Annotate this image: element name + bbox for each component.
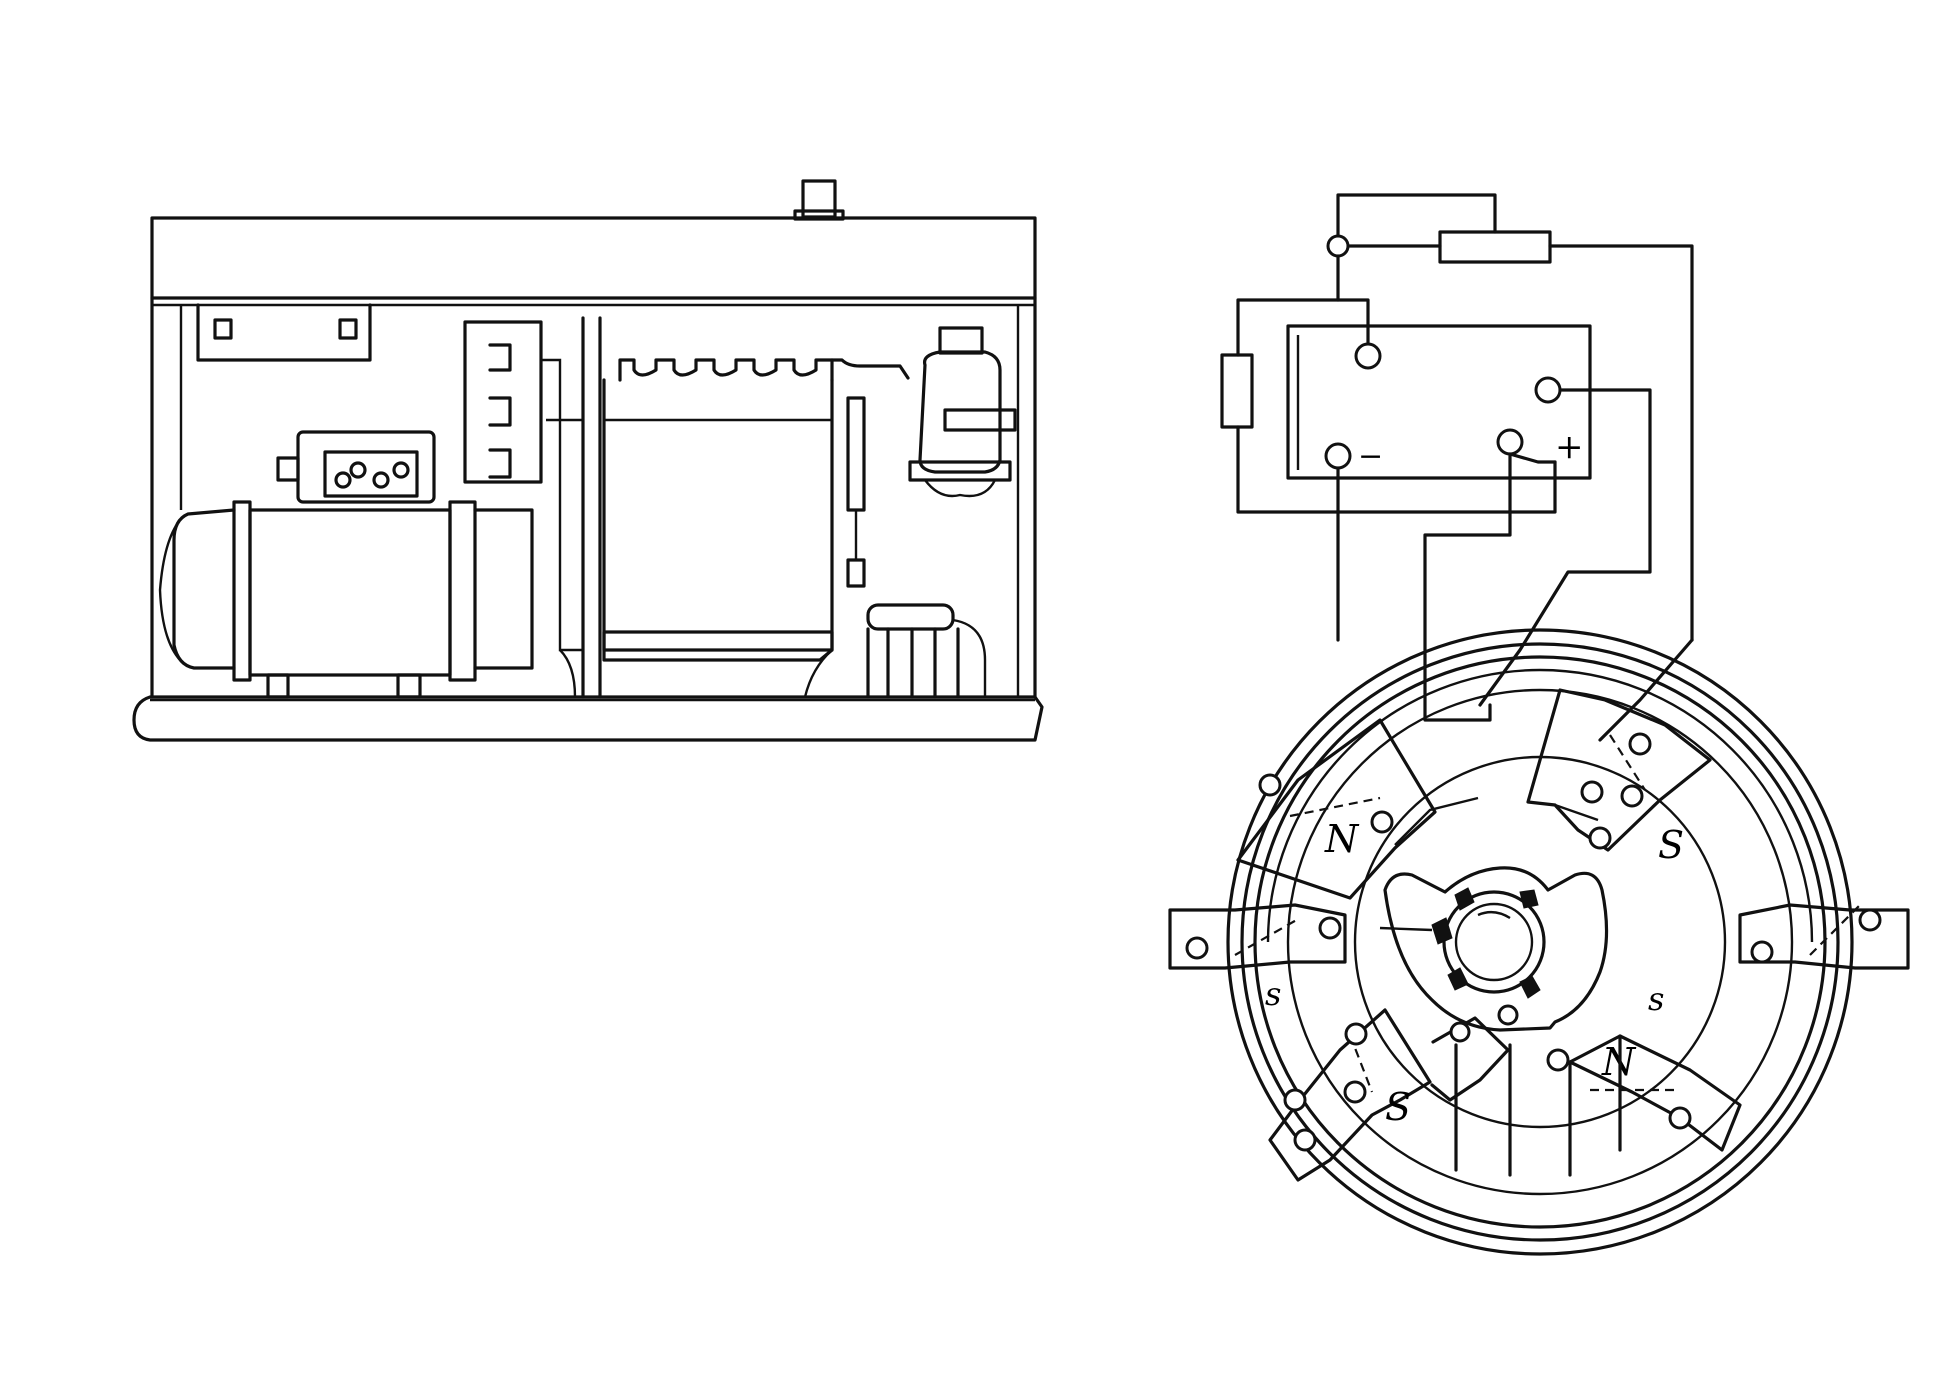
pole-bottom-left-label: S xyxy=(1385,1085,1411,1129)
rotor-shaft-highlight xyxy=(1477,910,1511,920)
frame-brace xyxy=(541,358,583,652)
relay-slot-3 xyxy=(488,448,512,479)
tank-hose xyxy=(952,618,987,697)
filter-clip xyxy=(846,558,866,588)
air-filter-base xyxy=(908,460,1012,482)
inner-lead-left xyxy=(1394,796,1479,846)
engine-mount xyxy=(803,649,833,698)
control-panel xyxy=(323,450,419,498)
control-socket-4 xyxy=(392,461,410,479)
junction-terminal xyxy=(1326,234,1350,258)
control-knob xyxy=(276,456,300,482)
air-filter-intake xyxy=(943,408,1017,432)
lower-slot-left xyxy=(1454,1043,1512,1177)
brush-4 xyxy=(1447,967,1469,991)
left-resistor xyxy=(1220,353,1254,429)
stator-ring-3 xyxy=(1253,655,1827,1229)
output-terminal xyxy=(1534,376,1562,404)
brush-1 xyxy=(1431,917,1453,945)
pole-top-left: N xyxy=(1236,718,1437,900)
wire-top-loop xyxy=(1336,193,1497,242)
wire-positive-down xyxy=(1423,452,1512,722)
wiring-schematic: − + xyxy=(1220,193,1694,742)
inner-lead-right xyxy=(1554,803,1599,822)
positive-terminal xyxy=(1496,428,1524,456)
wire-to-field-terminal xyxy=(1336,298,1370,347)
fuel-line xyxy=(830,358,910,380)
pole-left-label: s xyxy=(1265,975,1281,1013)
stator-diagram: N S s s xyxy=(1168,628,1910,1256)
pole-top-left-label: N xyxy=(1324,817,1360,861)
brush-2 xyxy=(1454,887,1475,911)
stator-inner-ring xyxy=(1286,688,1794,1196)
hub-terminal-left xyxy=(1449,1021,1471,1043)
pole-top-right: S xyxy=(1526,688,1712,867)
wire-right-outer xyxy=(1548,244,1694,642)
connection-ring xyxy=(1353,755,1727,1129)
engine-oil-pan xyxy=(602,630,834,652)
control-socket-1 xyxy=(334,471,352,489)
pole-bottom-right: N xyxy=(1546,1034,1742,1152)
air-filter-body xyxy=(918,350,1002,474)
stator-upper-arc xyxy=(1266,668,1814,943)
regulator-box xyxy=(1286,324,1592,480)
brush-lead-left xyxy=(1379,926,1433,932)
wire-left-bottom xyxy=(1236,425,1557,514)
relay-slot-2 xyxy=(488,396,512,427)
negative-terminal xyxy=(1324,442,1352,470)
wire-right-down xyxy=(1598,638,1694,742)
generator-end-cap-edge xyxy=(158,519,181,661)
brush-3 xyxy=(1519,889,1539,909)
rotor-hub xyxy=(1383,866,1609,1032)
air-filter-bowl xyxy=(924,479,997,498)
filter-housing xyxy=(846,396,866,512)
control-socket-3 xyxy=(372,471,390,489)
lower-slot-right xyxy=(1568,1034,1622,1177)
relay-slot-1 xyxy=(488,343,512,372)
frame-brace-curve xyxy=(559,649,577,698)
wire-plus-link xyxy=(1508,452,1557,464)
generator-end-cap xyxy=(172,508,236,670)
generator-coupling xyxy=(473,508,534,670)
top-resistor xyxy=(1438,230,1552,264)
bracket-clip-right xyxy=(338,318,358,340)
air-filter-cap xyxy=(938,326,984,355)
bracket-clip-left xyxy=(213,318,233,340)
wire-left-loop xyxy=(1236,254,1340,357)
hub-terminal-right xyxy=(1497,1004,1519,1026)
housing-lid xyxy=(150,216,1037,300)
generator-foot-right xyxy=(396,673,422,699)
plus-label: + xyxy=(1555,427,1584,467)
stator-outer-ring xyxy=(1226,628,1854,1256)
pole-top-right-label: S xyxy=(1658,823,1684,867)
engine-cylinder-head xyxy=(618,358,834,382)
field-terminal xyxy=(1354,342,1382,370)
rotor-shaft-outer xyxy=(1442,890,1546,994)
mount-bracket xyxy=(196,303,372,362)
pole-right-label: s xyxy=(1648,980,1664,1018)
tank-ribs xyxy=(866,627,960,699)
generator-flange-left xyxy=(232,500,252,682)
engine-block xyxy=(602,378,834,662)
control-socket-2 xyxy=(349,461,367,479)
stator-ring-2 xyxy=(1240,642,1840,1242)
rotor-shaft-inner xyxy=(1454,902,1534,982)
minus-label: − xyxy=(1358,439,1383,474)
base-plate xyxy=(132,695,1044,742)
pole-left: s xyxy=(1168,903,1347,1013)
generator-flange-right xyxy=(448,500,477,682)
brush-5 xyxy=(1519,975,1541,999)
generator-unit xyxy=(132,179,1044,742)
generator-body xyxy=(248,508,452,677)
generator-foot-left xyxy=(266,673,290,699)
pole-right: s xyxy=(1648,903,1910,1018)
relay-panel xyxy=(463,320,543,484)
tank-cap xyxy=(866,603,955,631)
